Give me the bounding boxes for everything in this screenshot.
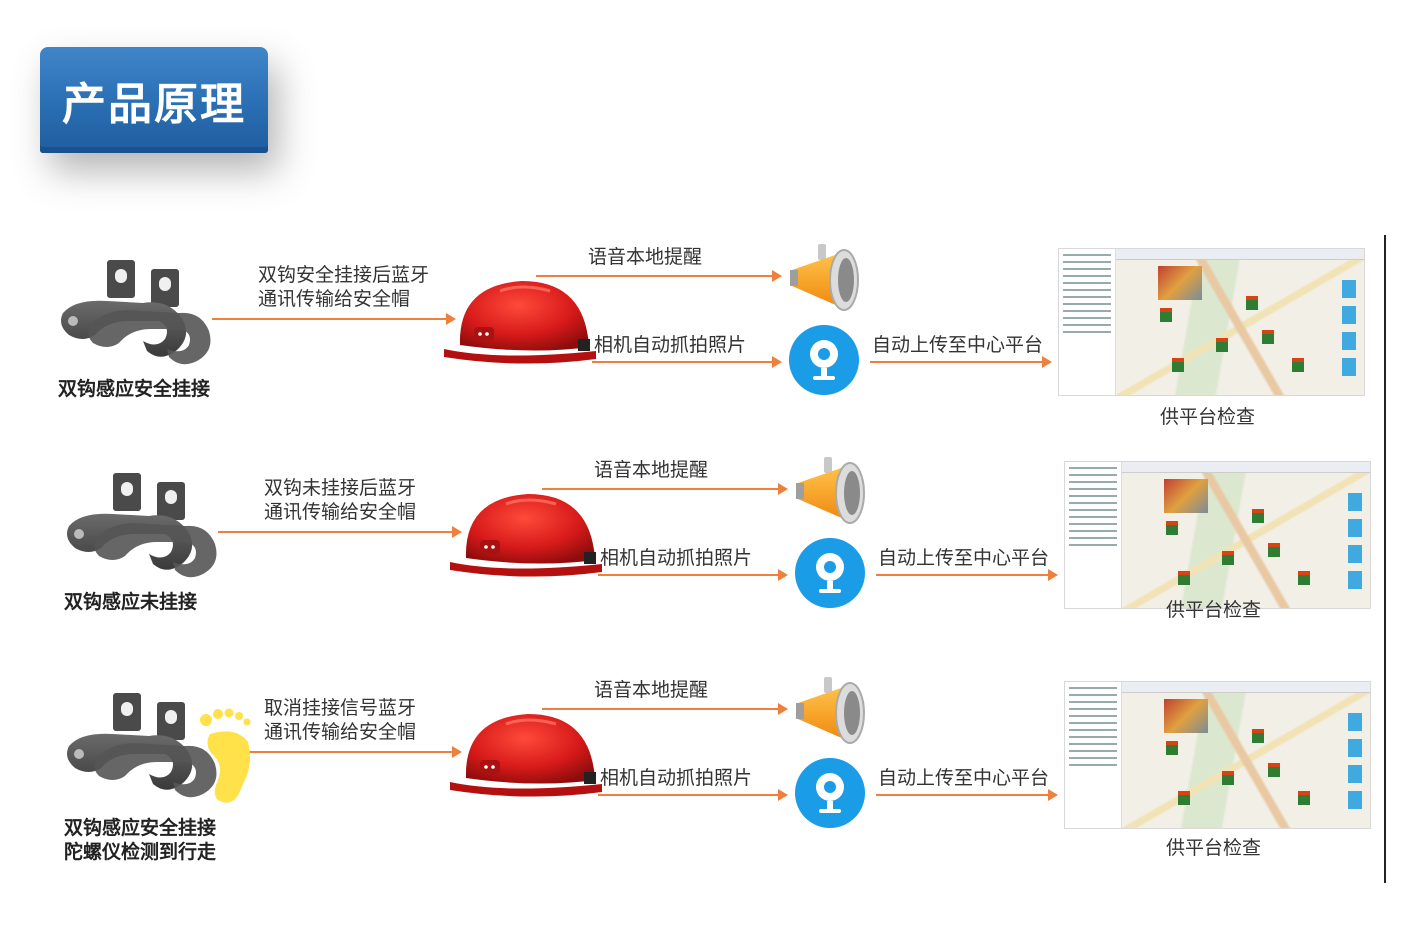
voice-label: 语音本地提醒 [594, 459, 709, 481]
upload-label: 自动上传至中心平台 [878, 767, 1050, 789]
flow-row-3: 双钩感应安全挂接陀螺仪检测到行走 取消挂接信号蓝牙通讯传输给安全帽 语音本地提醒 [6, 668, 1417, 898]
arrow-to-helmet [218, 746, 462, 758]
double-hook-icon [61, 260, 211, 365]
safety-helmet-icon [444, 281, 596, 364]
megaphone-icon [790, 244, 859, 311]
megaphone-icon [796, 677, 865, 744]
arrow-to-helmet [212, 313, 456, 325]
arrow-to-platform [870, 356, 1052, 368]
platform-label: 供平台检查 [1160, 406, 1256, 428]
safety-helmet-icon [450, 714, 602, 797]
arrow-to-speaker [536, 270, 782, 282]
arrow-to-camera [598, 789, 788, 801]
arrow-to-speaker [542, 483, 788, 495]
transmit-label: 双钩安全挂接后蓝牙通讯传输给安全帽 [258, 264, 430, 310]
platform-screenshot [1064, 681, 1371, 829]
platform-screenshot [1064, 461, 1371, 609]
voice-label: 语音本地提醒 [588, 246, 703, 268]
arrow-to-platform [876, 569, 1058, 581]
flow-row-1: 双钩感应安全挂接 双钩安全挂接后蓝牙通讯传输给安全帽 语音本地提醒 [0, 235, 1417, 465]
platform-label: 供平台检查 [1166, 837, 1262, 859]
divider-line [1384, 235, 1386, 883]
camera-label: 相机自动抓拍照片 [594, 334, 747, 356]
camera-icon [789, 325, 859, 395]
platform-label: 供平台检查 [1166, 599, 1262, 621]
arrow-to-speaker [542, 703, 788, 715]
double-hook-icon [67, 473, 217, 578]
arrow-to-camera [592, 356, 782, 368]
voice-label: 语音本地提醒 [594, 679, 709, 701]
platform-screenshot [1058, 248, 1365, 396]
title-badge: 产品原理 [40, 47, 268, 153]
transmit-label: 取消挂接信号蓝牙通讯传输给安全帽 [264, 697, 417, 743]
safety-helmet-icon [450, 494, 602, 577]
flow-row-2: 双钩感应未挂接 双钩未挂接后蓝牙通讯传输给安全帽 语音本地提醒 [6, 448, 1417, 678]
upload-label: 自动上传至中心平台 [878, 547, 1050, 569]
camera-label: 相机自动抓拍照片 [600, 547, 753, 569]
arrow-to-platform [876, 789, 1058, 801]
double-hook-icon [67, 693, 217, 798]
camera-label: 相机自动抓拍照片 [600, 767, 753, 789]
footprint-icon [200, 708, 251, 803]
camera-icon [795, 758, 865, 828]
page-title: 产品原理 [62, 79, 246, 130]
source-label: 双钩感应安全挂接陀螺仪检测到行走 [64, 817, 217, 863]
source-label: 双钩感应未挂接 [64, 591, 198, 613]
source-label: 双钩感应安全挂接 [58, 378, 211, 400]
megaphone-icon [796, 457, 865, 524]
transmit-label: 双钩未挂接后蓝牙通讯传输给安全帽 [264, 477, 417, 523]
upload-label: 自动上传至中心平台 [872, 334, 1044, 356]
arrow-to-helmet [218, 526, 462, 538]
arrow-to-camera [598, 569, 788, 581]
camera-icon [795, 538, 865, 608]
